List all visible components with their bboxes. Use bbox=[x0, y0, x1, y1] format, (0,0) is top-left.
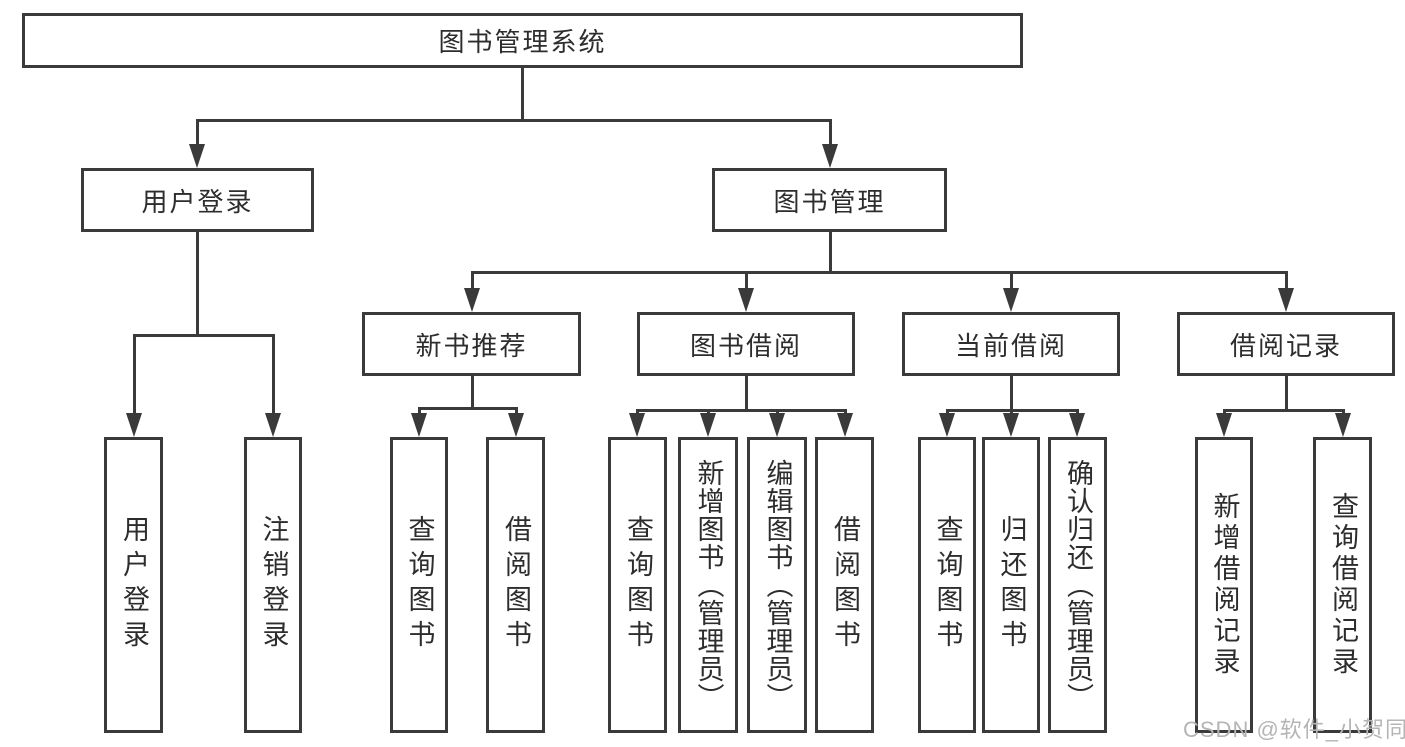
arrowhead-down-icon bbox=[629, 413, 645, 437]
node-leaf-bb-borrow-books: 借阅图书 bbox=[815, 437, 874, 733]
connector-line bbox=[195, 120, 199, 144]
node-label: 编辑图书（管理员） bbox=[762, 459, 793, 711]
arrowhead-down-icon bbox=[1278, 288, 1294, 312]
node-leaf-cb-query-books: 查询图书 bbox=[918, 437, 976, 733]
connector-line bbox=[828, 232, 832, 272]
connector-line bbox=[1009, 272, 1013, 288]
connector-line bbox=[132, 333, 275, 337]
connector-line bbox=[706, 410, 710, 413]
node-user-login: 用户登录 bbox=[81, 168, 314, 232]
arrowhead-down-icon bbox=[738, 288, 754, 312]
arrowhead-down-icon bbox=[700, 413, 716, 437]
node-label: 图书管理 bbox=[773, 186, 886, 217]
arrowhead-down-icon bbox=[1216, 413, 1232, 437]
node-leaf-cb-return-books: 归还图书 bbox=[982, 437, 1040, 733]
node-label: 查询图书 bbox=[404, 515, 435, 655]
node-label: 图书借阅 bbox=[689, 330, 802, 361]
node-leaf-nbr-query-books: 查询图书 bbox=[390, 437, 448, 733]
connector-line bbox=[635, 408, 847, 412]
arrowhead-down-icon bbox=[411, 413, 427, 437]
connector-line bbox=[195, 232, 199, 335]
arrowhead-down-icon bbox=[822, 144, 838, 168]
arrowhead-down-icon bbox=[1069, 413, 1085, 437]
connector-line bbox=[470, 270, 1288, 274]
node-label: 图书管理系统 bbox=[438, 27, 607, 57]
node-label: 当前借阅 bbox=[954, 330, 1067, 361]
node-new-book-recommend: 新书推荐 bbox=[362, 312, 581, 376]
node-label: 查询图书 bbox=[932, 515, 963, 655]
arrowhead-down-icon bbox=[189, 144, 205, 168]
csdn-watermark: CSDN @软件_小贺同学 bbox=[1183, 717, 1405, 742]
arrowhead-down-icon bbox=[126, 413, 142, 437]
arrowhead-down-icon bbox=[837, 413, 853, 437]
connector-line bbox=[132, 335, 136, 413]
arrowhead-down-icon bbox=[1003, 288, 1019, 312]
node-leaf-br-add-record: 新增借阅记录 bbox=[1195, 437, 1253, 733]
connector-line bbox=[470, 376, 474, 408]
connector-line bbox=[514, 408, 518, 413]
connector-line bbox=[520, 68, 524, 120]
connector-line bbox=[744, 272, 748, 288]
node-leaf-bb-query-books: 查询图书 bbox=[608, 437, 667, 733]
node-label: 新书推荐 bbox=[415, 330, 528, 361]
connector-line bbox=[1222, 408, 1345, 412]
connector-line bbox=[470, 272, 474, 288]
connector-line bbox=[417, 408, 421, 413]
connector-line bbox=[843, 410, 847, 413]
arrowhead-down-icon bbox=[265, 413, 281, 437]
node-label: 新增图书（管理员） bbox=[693, 459, 724, 711]
node-label: 归还图书 bbox=[996, 515, 1027, 655]
connector-line bbox=[1009, 410, 1013, 413]
arrowhead-down-icon bbox=[508, 413, 524, 437]
node-label: 确认归还（管理员） bbox=[1063, 459, 1093, 711]
arrowhead-down-icon bbox=[1335, 413, 1351, 437]
node-label: 查询借阅记录 bbox=[1328, 492, 1358, 678]
node-current-borrowing: 当前借阅 bbox=[902, 312, 1120, 376]
connector-line bbox=[1284, 272, 1288, 288]
connector-line bbox=[1341, 410, 1345, 413]
connector-line bbox=[417, 406, 518, 410]
connector-line bbox=[1075, 410, 1079, 413]
node-root: 图书管理系统 bbox=[22, 13, 1023, 68]
node-label: 用户登录 bbox=[119, 515, 149, 655]
connector-line bbox=[828, 120, 832, 144]
node-label: 借阅记录 bbox=[1229, 330, 1342, 361]
node-book-borrowing: 图书借阅 bbox=[637, 312, 855, 376]
node-label: 借阅图书 bbox=[830, 515, 860, 655]
node-label: 查询图书 bbox=[623, 515, 653, 655]
connector-line bbox=[775, 410, 779, 413]
node-book-management: 图书管理 bbox=[712, 168, 947, 232]
connector-line bbox=[635, 410, 639, 413]
connector-line bbox=[945, 410, 949, 413]
node-leaf-bb-add-books: 新增图书（管理员） bbox=[678, 437, 738, 733]
connector-line bbox=[195, 118, 832, 122]
node-leaf-logout-login: 注销登录 bbox=[244, 437, 302, 733]
node-label: 借阅图书 bbox=[501, 515, 531, 655]
connector-line bbox=[271, 335, 275, 413]
arrowhead-down-icon bbox=[769, 413, 785, 437]
node-leaf-bb-edit-books: 编辑图书（管理员） bbox=[747, 437, 807, 733]
arrowhead-down-icon bbox=[464, 288, 480, 312]
node-label: 新增借阅记录 bbox=[1209, 492, 1240, 678]
connector-line bbox=[1009, 376, 1013, 410]
node-borrowing-records: 借阅记录 bbox=[1177, 312, 1395, 376]
arrowhead-down-icon bbox=[1003, 413, 1019, 437]
node-leaf-br-query-record: 查询借阅记录 bbox=[1313, 437, 1372, 733]
node-label: 用户登录 bbox=[141, 186, 254, 217]
node-leaf-user-login: 用户登录 bbox=[104, 437, 163, 733]
connector-line bbox=[1284, 376, 1288, 410]
node-leaf-nbr-borrow-books: 借阅图书 bbox=[486, 437, 545, 733]
node-leaf-cb-confirm-return: 确认归还（管理员） bbox=[1048, 437, 1107, 733]
connector-line bbox=[744, 376, 748, 410]
arrowhead-down-icon bbox=[939, 413, 955, 437]
connector-line bbox=[1222, 410, 1226, 413]
node-label: 注销登录 bbox=[258, 515, 289, 655]
